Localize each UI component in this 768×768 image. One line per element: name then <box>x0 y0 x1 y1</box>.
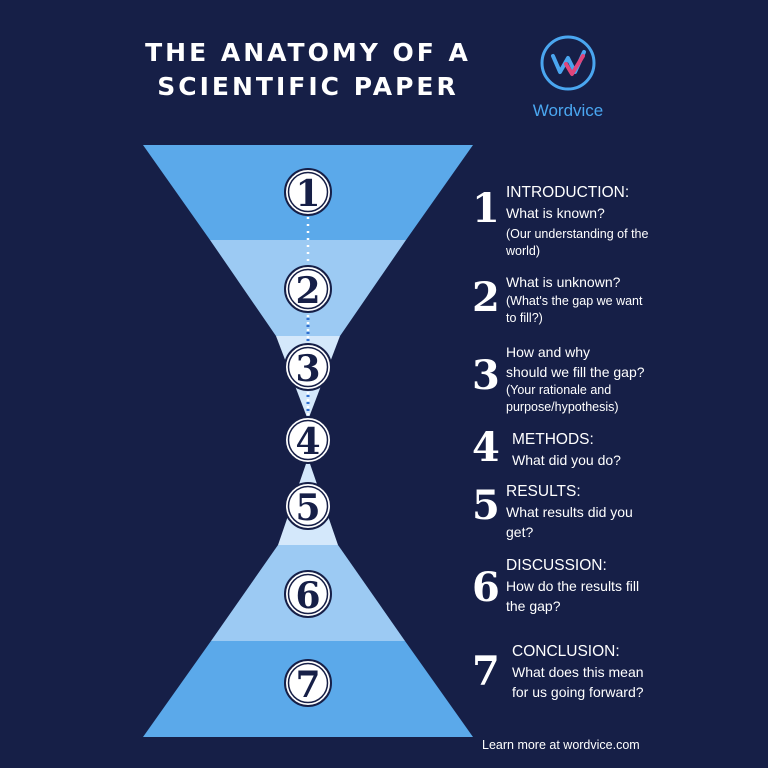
section-line-3b: should we fill the gap? <box>506 364 645 380</box>
step-number-1: 1 <box>295 173 320 215</box>
title-line-2: SCIENTIFIC PAPER <box>157 72 459 101</box>
section-heading-5: RESULTS: <box>506 483 581 500</box>
logo-text: Wordvice <box>532 101 604 120</box>
section-line-7b: for us going forward? <box>512 684 644 700</box>
section-heading-6: DISCUSSION: <box>506 557 607 574</box>
section-number-2: 2 <box>472 274 500 321</box>
section-line-6b: the gap? <box>506 598 561 614</box>
section-sub-2a: (What's the gap we want <box>506 294 643 308</box>
section-line-4a: What did you do? <box>512 452 621 468</box>
section-sub-2b: to fill?) <box>506 311 543 325</box>
section-line-6a: How do the results fill <box>506 578 640 594</box>
section-number-4: 4 <box>472 424 500 471</box>
page-title: THE ANATOMY OF A SCIENTIFIC PAPER <box>118 36 498 104</box>
section-number-6: 6 <box>472 564 500 611</box>
section-number-3: 3 <box>472 352 500 399</box>
section-line-1a: What is known? <box>506 205 605 221</box>
section-line-7a: What does this mean <box>512 664 644 680</box>
section-heading-7: CONCLUSION: <box>512 643 620 660</box>
section-sub-3b: purpose/hypothesis) <box>506 400 619 414</box>
section-line-5a: What results did you <box>506 504 633 520</box>
step-circle-3: 3 <box>284 343 332 391</box>
section-number-5: 5 <box>472 482 500 529</box>
step-number-2: 2 <box>295 270 320 312</box>
step-number-5: 5 <box>295 487 320 529</box>
section-sub-1a: (Our understanding of the <box>506 227 649 241</box>
step-number-7: 7 <box>295 664 320 706</box>
step-number-4: 4 <box>295 421 320 463</box>
section-heading-4: METHODS: <box>512 431 594 448</box>
section-sub-3a: (Your rationale and <box>506 383 612 397</box>
step-circle-4: 4 <box>284 416 332 464</box>
step-circle-5: 5 <box>284 482 332 530</box>
section-line-2a: What is unknown? <box>506 274 621 290</box>
step-circle-2: 2 <box>284 265 332 313</box>
wordvice-logo[interactable]: Wordvice <box>518 34 618 121</box>
wordvice-w-icon <box>540 35 596 91</box>
footer-link[interactable]: Learn more at wordvice.com <box>482 738 640 752</box>
section-number-1: 1 <box>472 185 500 232</box>
section-sub-1b: world) <box>506 244 541 258</box>
title-line-1: THE ANATOMY OF A <box>145 38 471 67</box>
step-circle-1: 1 <box>284 168 332 216</box>
section-heading-1: INTRODUCTION: <box>506 184 630 201</box>
section-line-5b: get? <box>506 524 534 540</box>
step-circle-7: 7 <box>284 659 332 707</box>
step-number-6: 6 <box>295 575 320 617</box>
section-line-3a: How and why <box>506 344 591 360</box>
step-number-3: 3 <box>295 348 320 390</box>
step-circle-6: 6 <box>284 570 332 618</box>
section-number-7: 7 <box>472 648 500 695</box>
